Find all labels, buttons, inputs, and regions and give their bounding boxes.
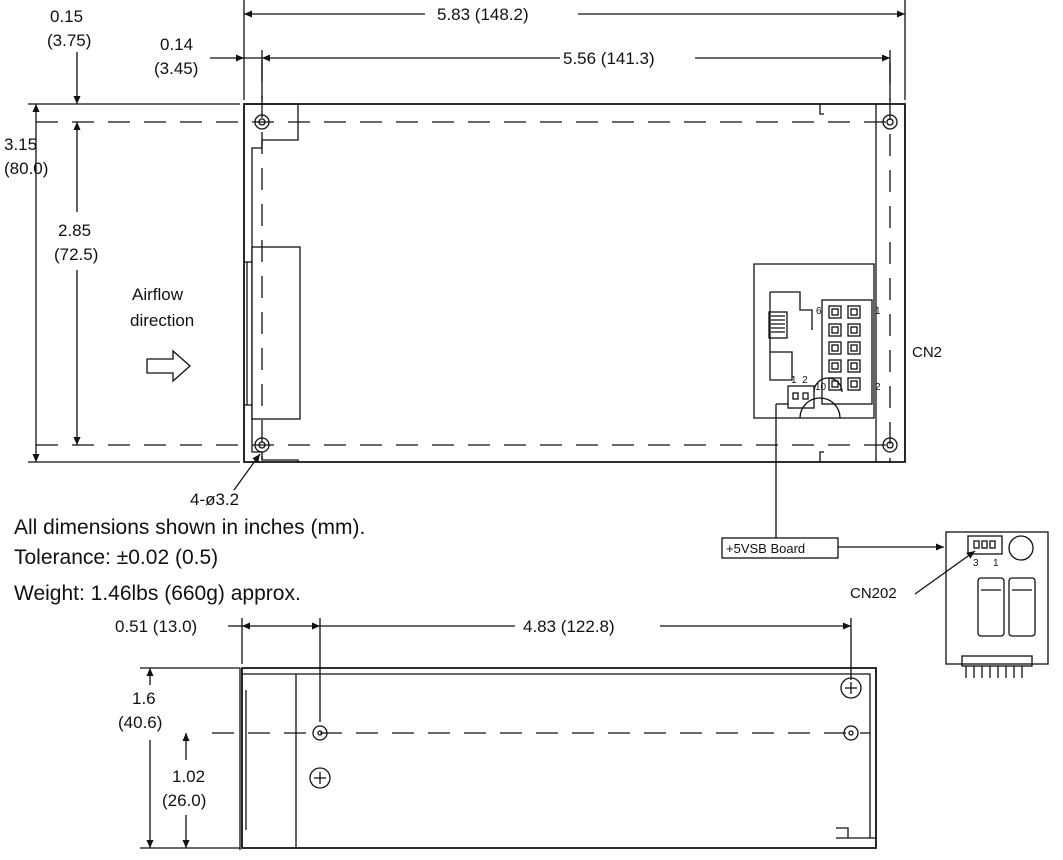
mount-hole: [254, 114, 270, 130]
mount-hole: [254, 437, 270, 453]
side-mount-hole: [843, 725, 859, 741]
notes-block: All dimensions shown in inches (mm). Tol…: [14, 516, 365, 605]
mount-hole: [882, 437, 898, 453]
vsb-board-detail: 3 1 CN202: [850, 531, 1049, 678]
airflow-label: Airflow: [132, 285, 184, 304]
screw-icon: [840, 677, 862, 699]
cn2-pin-10-label: 10: [815, 382, 827, 393]
cn2-pin-6-label: 6: [816, 306, 822, 317]
cn2-connector-area: 6 1 10 2 1 2: [753, 263, 881, 419]
note-units: All dimensions shown in inches (mm).: [14, 516, 365, 539]
left-dimensions: 3.15 (80.0) 2.85 (72.5): [4, 103, 240, 463]
side-view-outline: [241, 667, 877, 849]
side-view: [212, 618, 877, 850]
cn202-pin-3-label: 3: [973, 558, 979, 569]
vsb-board-callout: +5VSB Board: [721, 403, 944, 559]
dim-hole-height-mm: (26.0): [162, 791, 206, 810]
dim-overall-width: 3.15: [4, 135, 37, 154]
dim-overall-length: 5.83 (148.2): [437, 5, 529, 24]
cn2-label: CN2: [912, 344, 942, 361]
airflow-indicator: Airflow direction: [130, 285, 194, 383]
note-tolerance: Tolerance: ±0.02 (0.5): [14, 546, 218, 569]
dim-mount-width: 2.85: [58, 221, 91, 240]
note-weight: Weight: 1.46lbs (660g) approx.: [14, 582, 301, 605]
cn2-pin-1-label: 1: [875, 306, 881, 317]
cn2-pin-2-label: 2: [875, 382, 881, 393]
cn2-pin-grid: [828, 305, 861, 391]
dim-offset-b: 0.14: [160, 35, 193, 54]
capacitor: [1008, 577, 1036, 637]
dim-side-offset: 0.51 (13.0): [115, 617, 197, 636]
dim-offset-a: 0.15: [50, 7, 83, 26]
screw-icon: [309, 767, 331, 789]
dim-height: 1.6: [132, 689, 156, 708]
vsb-board-label: +5VSB Board: [726, 541, 805, 556]
small-connector: [787, 385, 815, 409]
cn202-connector: [967, 535, 1003, 555]
dim-offset-b-mm: (3.45): [154, 59, 198, 78]
cn202-pin-1-label: 1: [993, 558, 999, 569]
dim-hole-height: 1.02: [172, 767, 205, 786]
capacitor: [977, 577, 1005, 637]
holes-callout: 4-ø3.2: [190, 490, 239, 509]
dim-mount-length: 5.56 (141.3): [563, 49, 655, 68]
side-dimensions: 0.51 (13.0) 4.83 (122.8) 1.6 (40.6) 1.02…: [115, 617, 851, 849]
cn202-label: CN202: [850, 585, 897, 602]
airflow-arrow-icon: [146, 349, 191, 383]
airflow-label-2: direction: [130, 311, 194, 330]
dim-offset-a-mm: (3.75): [47, 31, 91, 50]
dim-side-mount-length: 4.83 (122.8): [523, 617, 615, 636]
dim-mount-width-mm: (72.5): [54, 245, 98, 264]
fan-block: [251, 246, 301, 420]
top-view: 6 1 10 2 1 2 CN2: [36, 60, 942, 463]
dim-height-mm: (40.6): [118, 713, 162, 732]
top-view-outline: [243, 103, 906, 463]
top-dimensions: 5.83 (148.2) 5.56 (141.3) 0.15 (3.75) 0.…: [47, 0, 906, 104]
small-connector-pin-labels: 1 2: [791, 375, 808, 386]
dim-overall-width-mm: (80.0): [4, 159, 48, 178]
side-mount-hole: [312, 725, 328, 741]
vsb-board-label-box: [721, 537, 839, 559]
mount-hole: [882, 114, 898, 130]
